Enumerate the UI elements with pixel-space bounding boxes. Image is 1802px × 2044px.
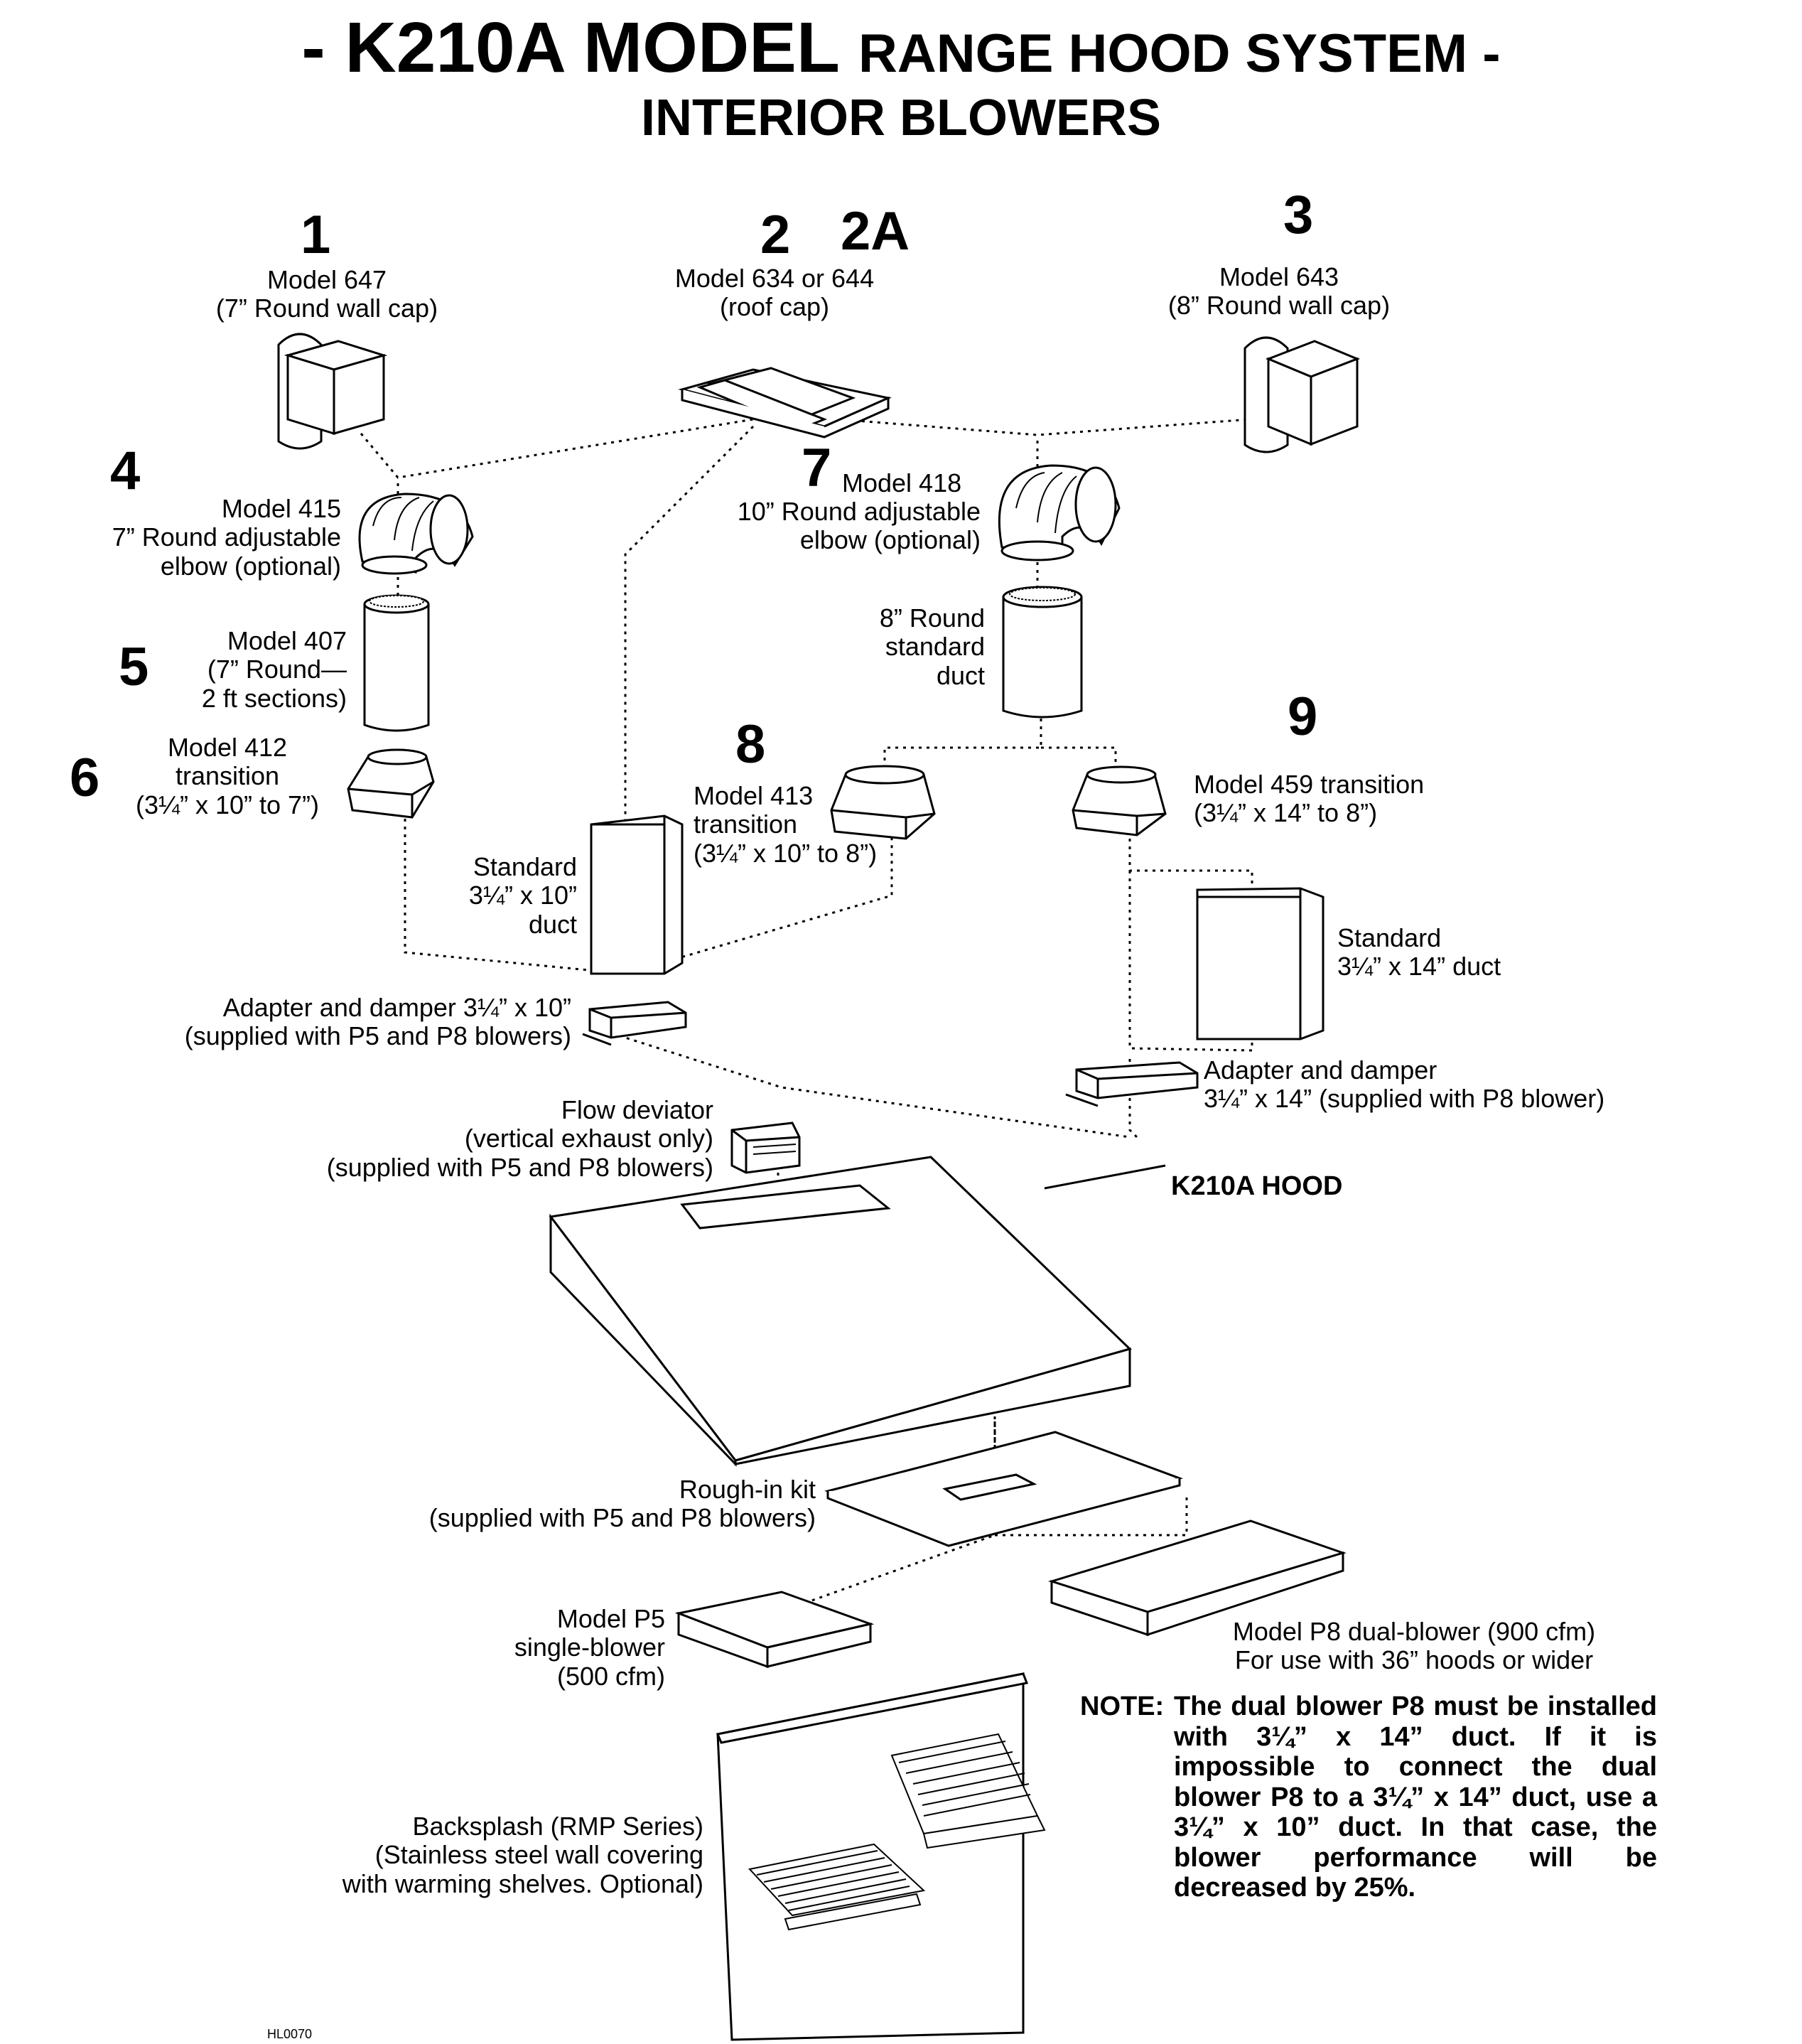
- item-number-9: 9: [1288, 687, 1318, 747]
- adapter-damper-14: [1065, 1061, 1199, 1107]
- item-number-5: 5: [119, 637, 149, 697]
- flow-deviator: [730, 1121, 801, 1174]
- title-suffix: RANGE HOOD SYSTEM -: [858, 23, 1501, 84]
- wall-cap-647: [277, 333, 388, 450]
- elbow-418: [998, 464, 1121, 561]
- transition-413: [830, 765, 936, 840]
- note-text: The dual blower P8 must be installed wit…: [1174, 1691, 1657, 1903]
- label-backsplash: Backsplash (RMP Series)(Stainless steel …: [342, 1812, 703, 1898]
- item-number-7: 7: [802, 438, 832, 498]
- label-model-647: Model 647(7” Round wall cap): [215, 265, 438, 323]
- item-number-1: 1: [301, 205, 331, 265]
- transition-412: [347, 748, 435, 819]
- label-model-407: Model 407(7” Round—2 ft sections): [201, 626, 347, 713]
- item-number-2: 2: [760, 205, 791, 265]
- blower-p8: [1047, 1519, 1347, 1637]
- wall-cap-643: [1243, 336, 1361, 453]
- label-rough-in-kit: Rough-in kit(supplied with P5 and P8 blo…: [428, 1475, 816, 1533]
- duct-8-round: [1002, 586, 1083, 719]
- standard-duct-10: [590, 814, 684, 975]
- roof-cap-634: [678, 367, 892, 439]
- page-title: - K210A MODEL RANGE HOOD SYSTEM -: [0, 7, 1802, 89]
- label-adapter-damper-10: Adapter and damper 3¼” x 10”(supplied wi…: [184, 993, 571, 1051]
- adapter-damper-10: [582, 1001, 687, 1046]
- duct-407: [363, 594, 430, 732]
- label-k210a-hood: K210A HOOD: [1171, 1171, 1343, 1201]
- label-model-634: Model 634 or 644(roof cap): [674, 264, 875, 322]
- item-number-2a: 2A: [841, 201, 910, 262]
- standard-duct-14: [1196, 887, 1324, 1040]
- elbow-415: [358, 493, 474, 575]
- rough-in-kit: [824, 1431, 1183, 1547]
- title-prefix: - K210A MODEL: [301, 8, 839, 87]
- transition-459: [1072, 765, 1167, 837]
- item-number-4: 4: [110, 441, 141, 501]
- label-model-459: Model 459 transition(3¼” x 14” to 8”): [1194, 770, 1425, 828]
- item-number-6: 6: [70, 748, 100, 808]
- item-number-3: 3: [1283, 185, 1314, 245]
- blower-p5: [674, 1591, 875, 1669]
- drawing-code: HL0070: [267, 2027, 313, 2041]
- note-heading: NOTE:: [1080, 1691, 1165, 1721]
- page-subtitle: INTERIOR BLOWERS: [641, 90, 1161, 146]
- item-number-8: 8: [735, 714, 766, 775]
- label-model-418-a: Model 418: [842, 468, 962, 497]
- label-model-643: Model 643(8” Round wall cap): [1167, 262, 1391, 321]
- label-model-p8: Model P8 dual-blower (900 cfm)For use wi…: [1232, 1617, 1596, 1675]
- hood-k210a: [549, 1156, 1166, 1467]
- label-flow-deviator: Flow deviator(vertical exhaust only)(sup…: [326, 1095, 713, 1182]
- backsplash-rmp: [716, 1672, 1046, 2041]
